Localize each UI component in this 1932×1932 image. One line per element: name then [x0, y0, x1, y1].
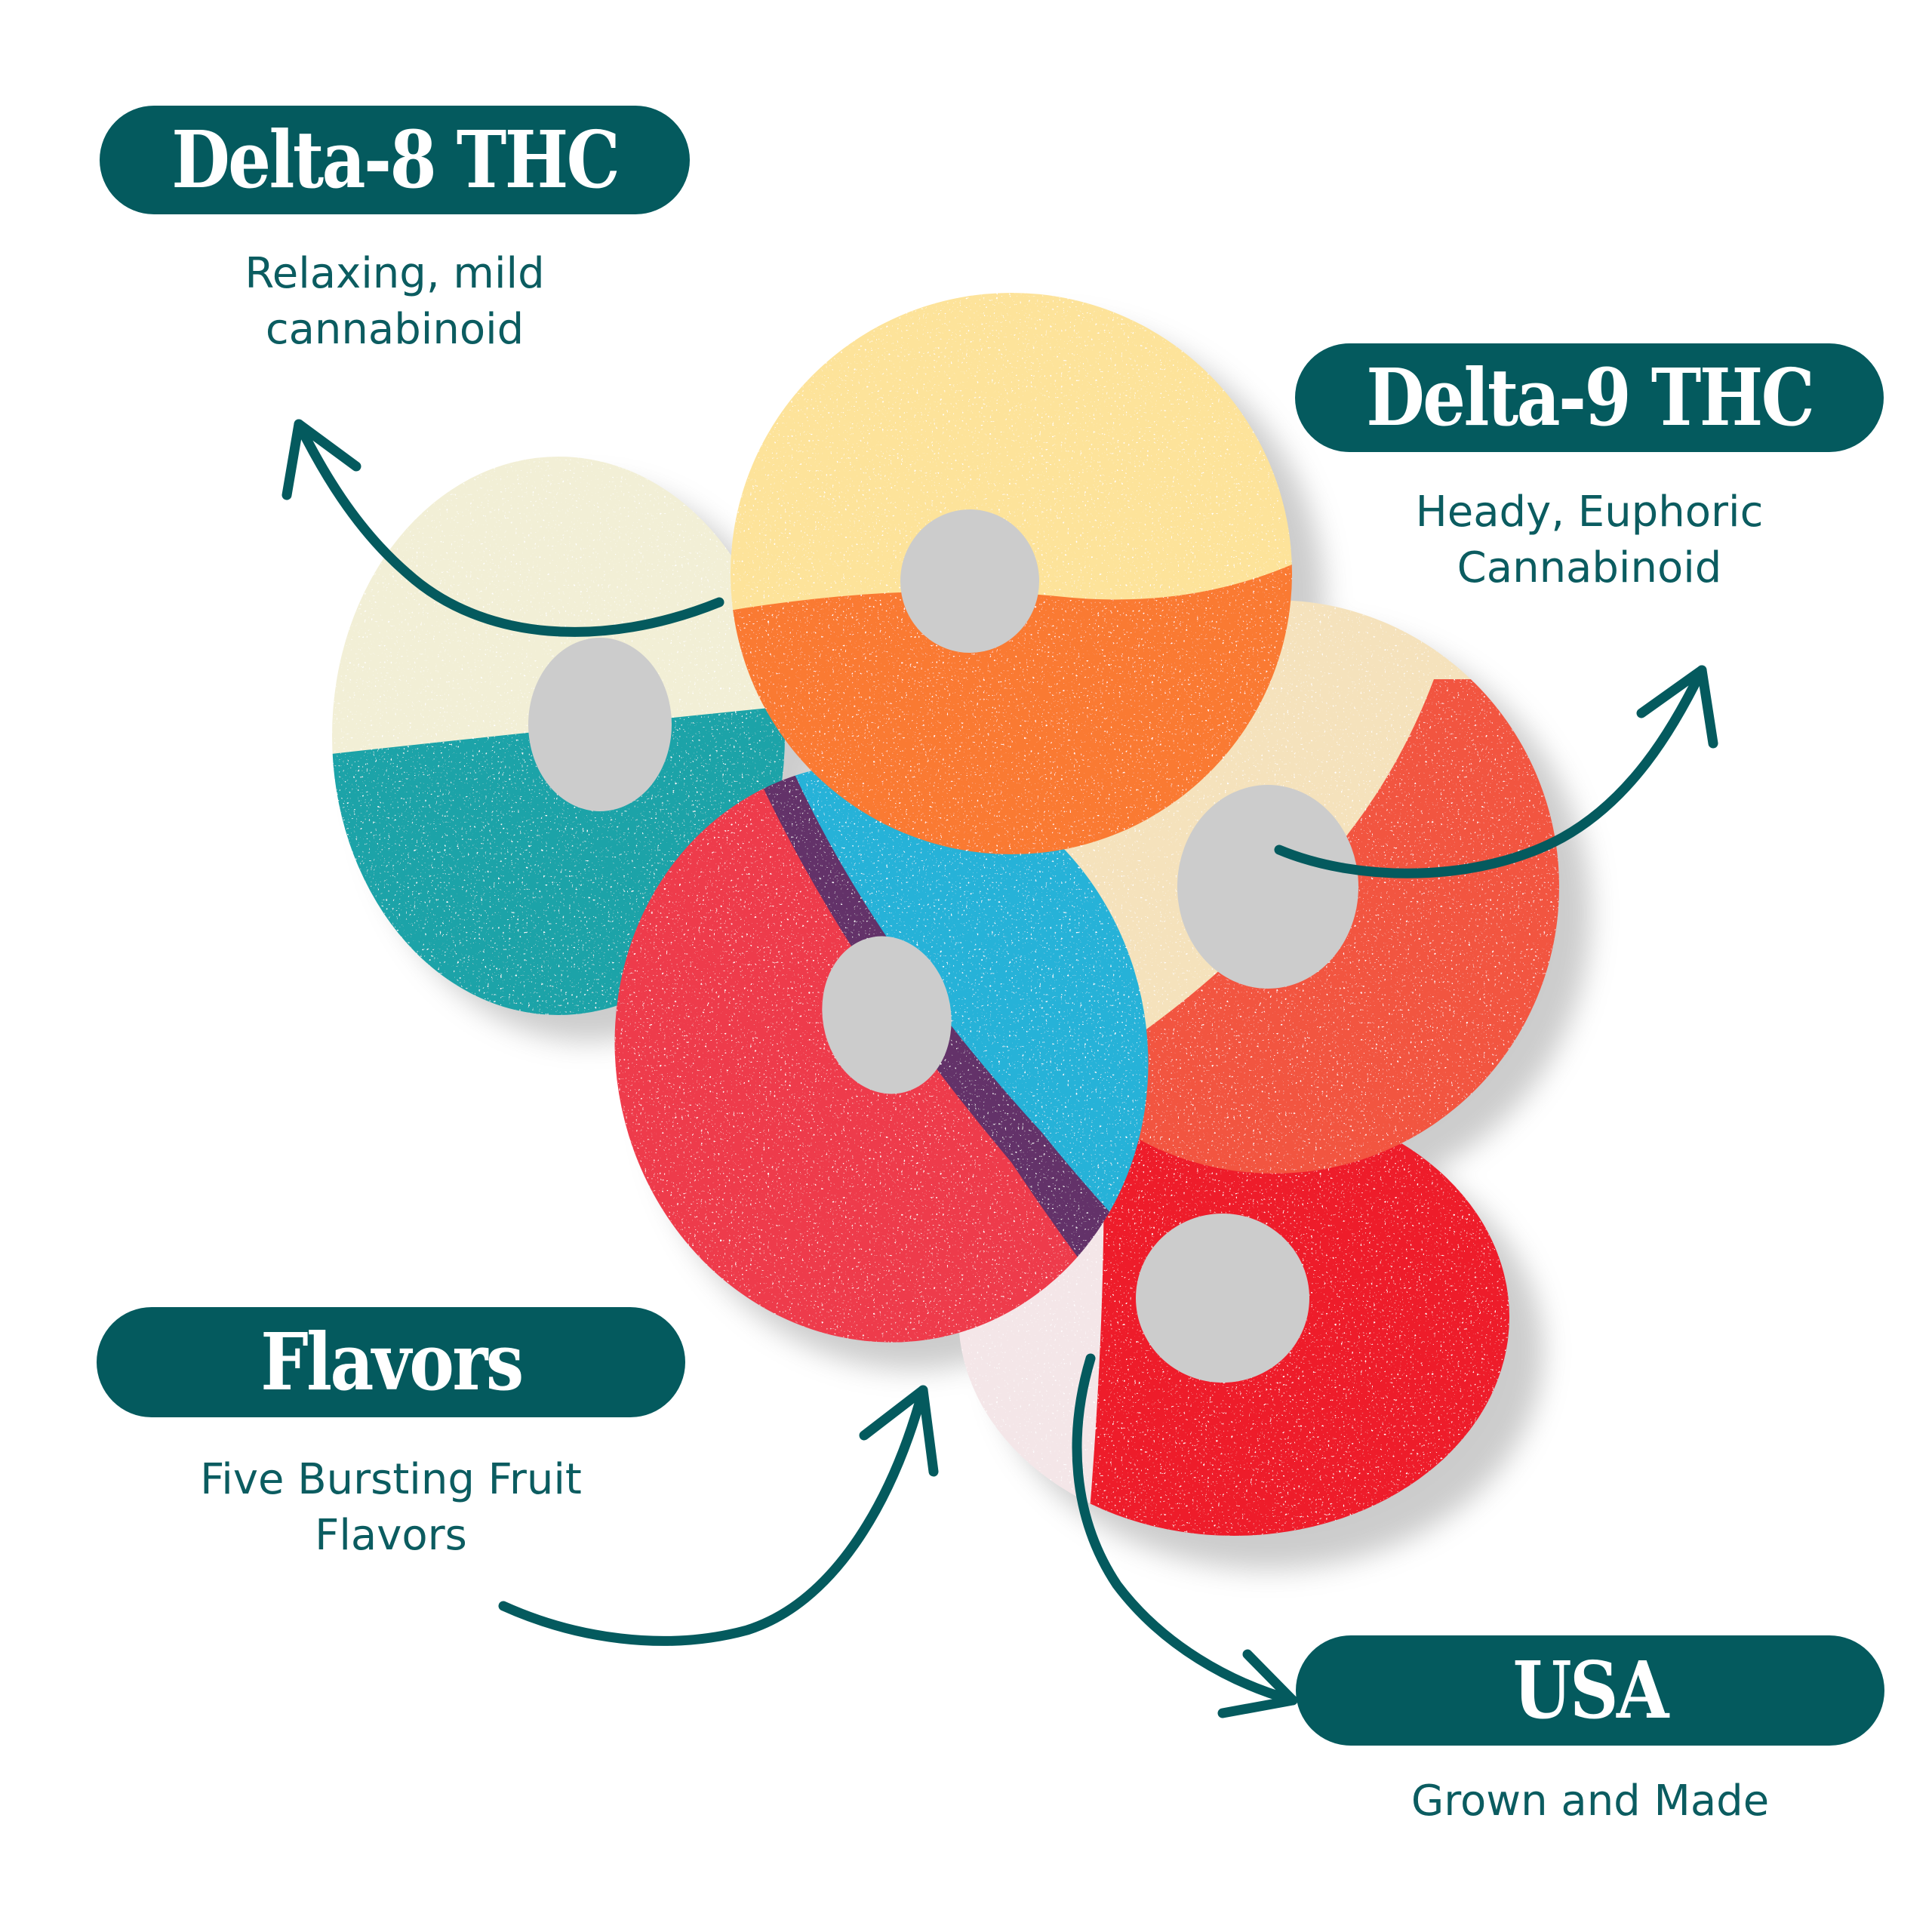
arrow-from-flavors: [498, 1385, 939, 1646]
delta8-description-line: cannabinoid: [265, 305, 525, 354]
flavors-badge: Flavors: [97, 1307, 685, 1417]
usa-description: Grown and Made: [1296, 1774, 1884, 1829]
delta8-description: Relaxing, mild cannabinoid: [100, 246, 690, 358]
delta9-title: Delta-9 THC: [1365, 351, 1815, 444]
delta8-description-line: Relaxing, mild: [245, 249, 545, 298]
arrow-to-delta9: [1274, 665, 1718, 878]
flavors-description-line: Five Bursting Fruit: [200, 1455, 582, 1504]
delta8-badge: Delta-8 THC: [100, 106, 690, 214]
usa-description-line: Grown and Made: [1411, 1777, 1770, 1826]
flavors-description: Five Bursting Fruit Flavors: [97, 1452, 685, 1564]
usa-title: USA: [1512, 1644, 1669, 1737]
peach-ring: [724, 287, 1306, 860]
delta9-description-line: Cannabinoid: [1457, 543, 1722, 592]
delta9-description: Heady, Euphoric Cannabinoid: [1295, 485, 1884, 596]
arrow-to-usa: [1072, 1353, 1298, 1718]
delta9-description-line: Heady, Euphoric: [1415, 488, 1764, 537]
flavors-description-line: Flavors: [315, 1511, 467, 1560]
delta8-title: Delta-8 THC: [171, 113, 620, 206]
flavors-title: Flavors: [260, 1315, 524, 1408]
delta9-badge: Delta-9 THC: [1295, 343, 1884, 452]
arrow-to-delta8: [281, 419, 724, 637]
usa-badge: USA: [1296, 1635, 1884, 1746]
